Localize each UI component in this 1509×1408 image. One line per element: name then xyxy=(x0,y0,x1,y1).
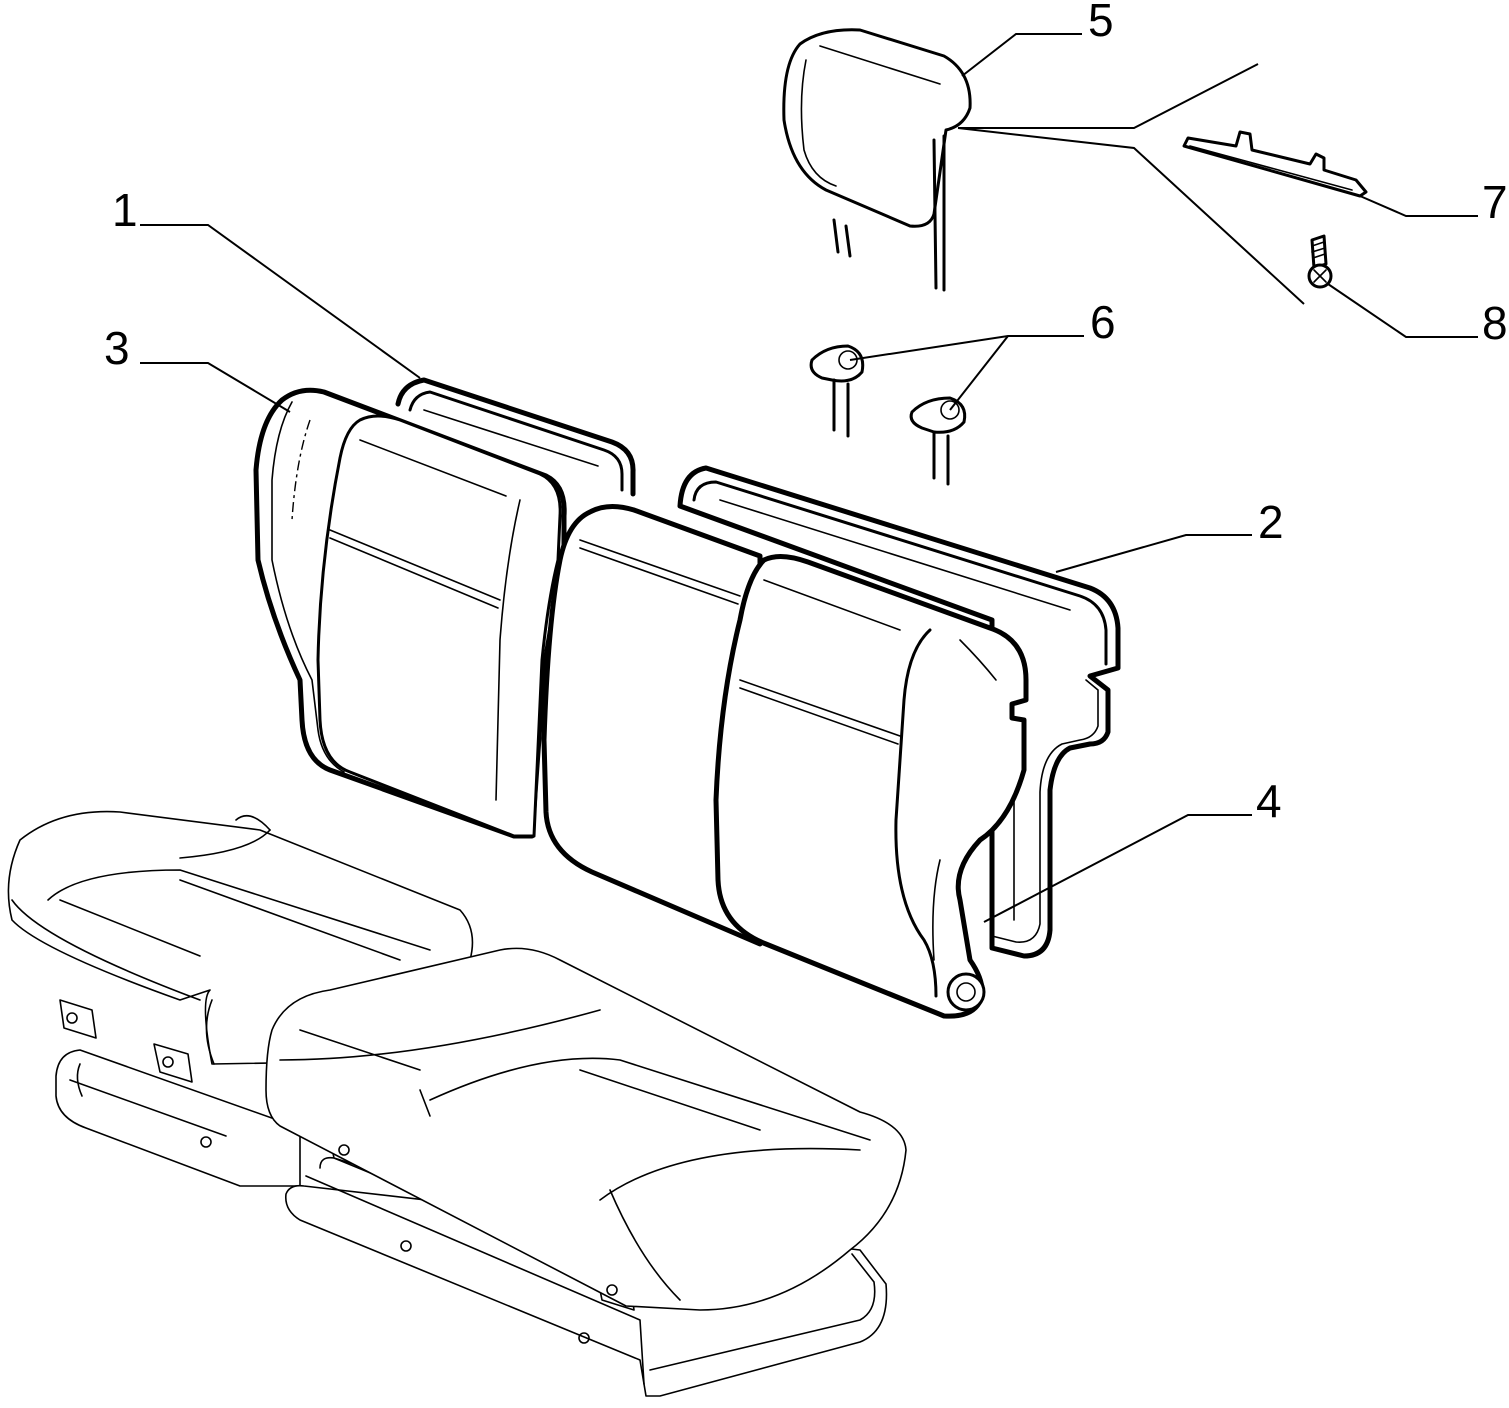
trim-strip xyxy=(1182,130,1368,198)
leader-5-tip-b xyxy=(957,127,1305,305)
right-backrest-frame xyxy=(677,465,1121,959)
leader-7 xyxy=(1359,195,1478,217)
leader-1 xyxy=(140,224,421,379)
callout-7: 7 xyxy=(1482,176,1508,228)
callout-4: 4 xyxy=(1256,775,1282,827)
leader-8 xyxy=(1327,283,1478,338)
leader-5-tip xyxy=(958,63,1259,129)
leader-6b xyxy=(949,335,1009,411)
callout-8: 8 xyxy=(1482,297,1508,349)
callout-2: 2 xyxy=(1258,496,1284,548)
callout-6: 6 xyxy=(1090,296,1116,348)
callout-3: 3 xyxy=(104,322,130,374)
leader-5 xyxy=(961,33,1082,77)
left-backrest-frame xyxy=(395,377,636,497)
callout-5: 5 xyxy=(1088,0,1114,46)
center-backrest xyxy=(541,504,763,947)
leader-6a xyxy=(849,335,1084,361)
callout-1: 1 xyxy=(112,184,138,236)
headrest xyxy=(782,28,972,292)
leader-lines xyxy=(140,33,1478,923)
headrest-guide-lower xyxy=(909,396,967,486)
leader-4 xyxy=(983,814,1252,923)
right-seat-cushion xyxy=(66,947,907,1397)
screw xyxy=(1307,234,1333,289)
right-backrest xyxy=(713,554,1029,1019)
headrest-guide-upper xyxy=(809,344,865,438)
left-backrest xyxy=(253,387,567,839)
leader-2 xyxy=(1055,534,1252,573)
leader-3 xyxy=(140,362,291,413)
callout-numbers: 1 2 3 4 5 6 7 8 xyxy=(104,0,1508,827)
